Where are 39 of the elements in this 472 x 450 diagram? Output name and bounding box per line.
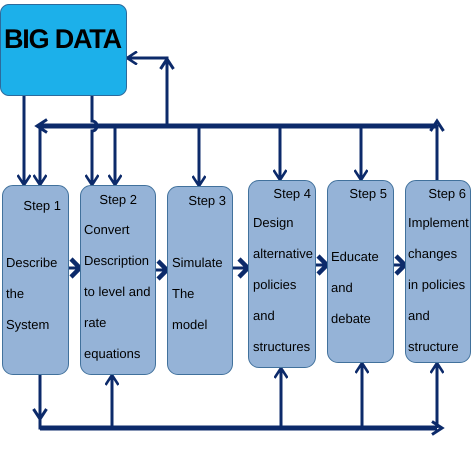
process-box — [167, 186, 233, 375]
arrow — [32, 126, 48, 186]
arrow — [104, 374, 120, 428]
arrow — [32, 375, 445, 436]
step-label: Step 4 — [273, 185, 311, 203]
arrow — [107, 126, 123, 186]
arrow — [429, 362, 445, 428]
process-box — [80, 185, 156, 375]
step-label: Step 5 — [349, 185, 387, 203]
step-label: Step 2 — [99, 191, 137, 209]
process-box — [327, 180, 394, 363]
arrow — [394, 254, 408, 276]
arrow — [233, 256, 250, 280]
arrow — [16, 96, 32, 186]
step-label: Step 6 — [428, 185, 466, 203]
arrow — [353, 126, 369, 182]
step-description: Implement changes in policies and structure — [408, 214, 470, 356]
arrow — [354, 362, 370, 428]
arrow — [156, 258, 170, 282]
step-description: Convert Description to level and rate equations — [84, 221, 152, 363]
arrow — [34, 118, 445, 180]
arrow — [68, 256, 82, 280]
step-label: Step 1 — [23, 197, 61, 215]
arrow — [273, 366, 289, 428]
process-box — [2, 185, 69, 375]
arrow — [191, 126, 207, 188]
step-label: Step 3 — [188, 192, 226, 210]
process-box — [248, 180, 316, 368]
arrow — [126, 50, 175, 126]
process-box — [405, 180, 471, 363]
arrow — [272, 126, 288, 182]
step-description: Describe the System — [6, 254, 58, 334]
step-description: Educate and debate — [331, 248, 380, 328]
box-title: BIG DATA — [4, 23, 121, 55]
data-source-box — [0, 4, 127, 96]
step-description: Simulate The model — [172, 254, 224, 334]
arrow — [84, 96, 100, 186]
step-description: Design alternative policies and structures — [253, 214, 314, 356]
arrow — [316, 254, 330, 276]
